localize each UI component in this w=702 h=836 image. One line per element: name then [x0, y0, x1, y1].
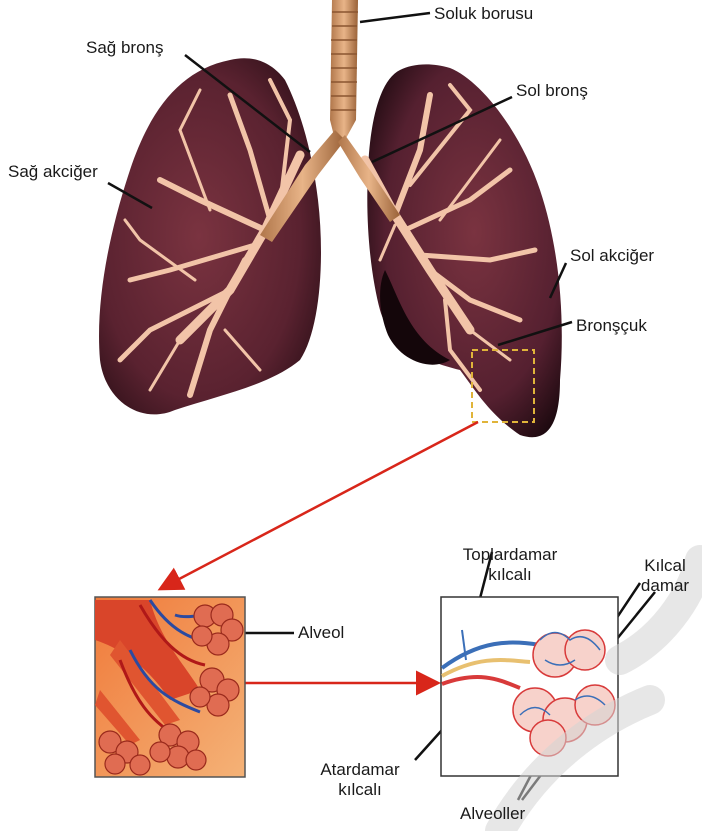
bronchiole-label: Bronşçuk: [576, 316, 647, 336]
capillary-label: Kılcal damar: [628, 556, 702, 595]
vein-capillary-line1: Toplardamar: [455, 545, 565, 565]
vein-capillary-label: Toplardamar kılcalı: [455, 545, 565, 584]
trachea-label: Soluk borusu: [434, 4, 533, 24]
trachea: [330, 0, 358, 140]
artery-capillary-label: Atardamar kılcalı: [310, 760, 410, 799]
artery-capillary-line1: Atardamar: [310, 760, 410, 780]
right-bronchus-label: Sağ bronş: [86, 38, 164, 58]
right-lung-label: Sağ akciğer: [8, 162, 98, 182]
artery-capillary-line2: kılcalı: [310, 780, 410, 800]
left-bronchus-label: Sol bronş: [516, 81, 588, 101]
capillary-line2: damar: [628, 576, 702, 596]
alveol-label: Alveol: [298, 623, 344, 643]
alveoli-label: Alveoller: [460, 804, 525, 824]
arrow-icon: [162, 422, 478, 588]
capillary-line1: Kılcal: [628, 556, 702, 576]
vein-capillary-line2: kılcalı: [455, 565, 565, 585]
left-lung-label: Sol akciğer: [570, 246, 654, 266]
alveolar-sac-inset: [95, 597, 245, 777]
